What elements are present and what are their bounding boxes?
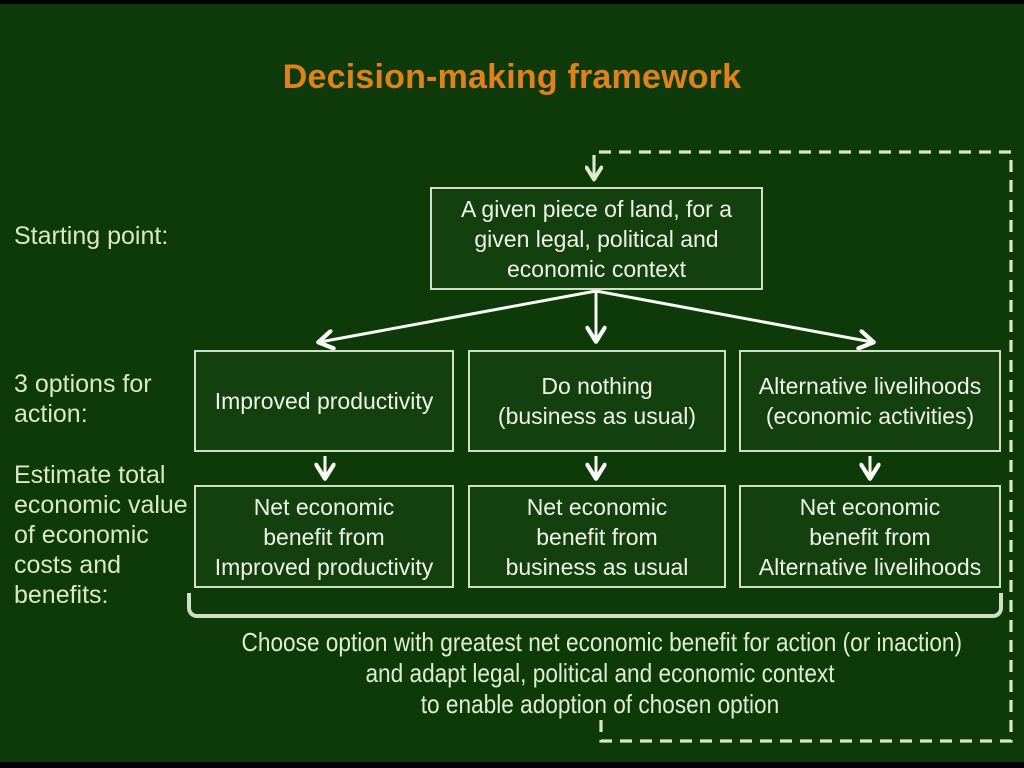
bottom-letterbox-bar — [0, 762, 1024, 768]
page-title: Decision-making framework — [282, 58, 742, 96]
label-3-options: 3 options for action: — [14, 370, 152, 428]
conclusion-text: Choose option with greatest net economic… — [241, 627, 963, 719]
flow-box-benefit-improved-productivity: Net economic benefit from Improved produ… — [194, 485, 454, 588]
arrow-context-to-alternative — [595, 289, 872, 342]
flow-box-benefit-alternative-livelihoods: Net economic benefit from Alternative li… — [739, 485, 1001, 588]
flow-box-context: A given piece of land, for a given legal… — [430, 187, 763, 290]
top-letterbox-bar — [0, 0, 1024, 4]
flow-box-option-improved-productivity: Improved productivity — [194, 350, 454, 452]
label-starting-point: Starting point: — [14, 222, 169, 250]
flow-box-benefit-business-as-usual: Net economic benefit from business as us… — [468, 485, 726, 588]
label-estimate-value: Estimate total economic value of economi… — [14, 461, 188, 609]
group-bracket — [187, 593, 1003, 618]
arrow-context-to-improved — [320, 289, 597, 342]
flow-box-option-do-nothing: Do nothing (business as usual) — [468, 350, 726, 452]
flow-box-option-alternative-livelihoods: Alternative livelihoods (economic activi… — [739, 350, 1001, 452]
